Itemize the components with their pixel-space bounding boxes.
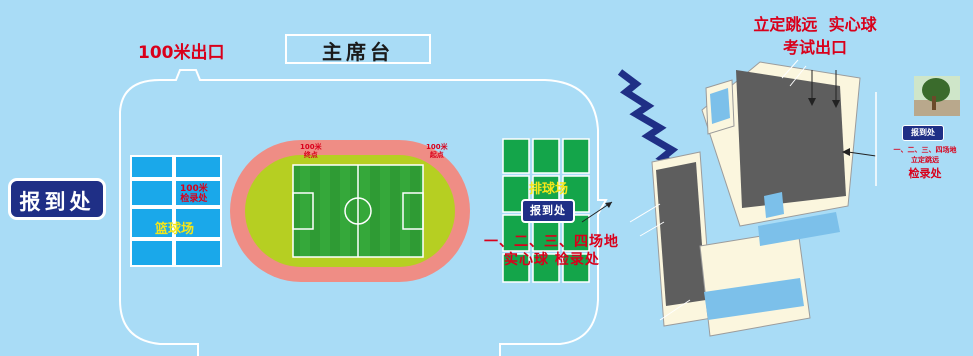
photo-event-label: 立定跳远 [911,156,939,164]
photo-panel [875,76,960,186]
basketball-courts [130,155,222,267]
arrow-icon [581,201,613,223]
teaching-building [629,59,861,337]
volleyball-courts [502,138,590,283]
track-finish-label: 100米 终点 [300,143,322,159]
exit-100m-label: 100米出口 [138,43,225,63]
venue-line1: 一、二、三、四场地 [484,234,619,250]
zigzag-connector-icon [617,69,686,172]
checkin-mid-label: 报到处 [521,199,575,223]
campus-boundary [119,69,608,356]
track-start-label: 100米 起点 [426,143,448,159]
volleyball-court-label: 排球场 [529,182,569,197]
venue-line2: 实心球 检录处 [504,252,600,268]
building-exit-line2: 考试出口 [782,38,847,57]
photo-checkpoint-label: 检录处 [908,167,942,180]
photo-checkin-label: 报到处 [902,125,944,141]
checkin-left-label: 报到处 [19,190,95,214]
photo-venue-label: 一、二、三、四场地 [893,146,957,154]
rostrum-box [285,34,431,64]
rostrum-label: 主席台 [322,40,394,64]
running-track [230,140,470,282]
basketball-checkpoint-label: 100米 检录处 [180,184,208,204]
building-exit-line1: 立定跳远 实心球 [753,15,877,34]
checkin-badge-left [8,178,106,220]
basketball-court-label: 篮球场 [155,222,195,237]
exit-arrows-icon [808,70,877,157]
